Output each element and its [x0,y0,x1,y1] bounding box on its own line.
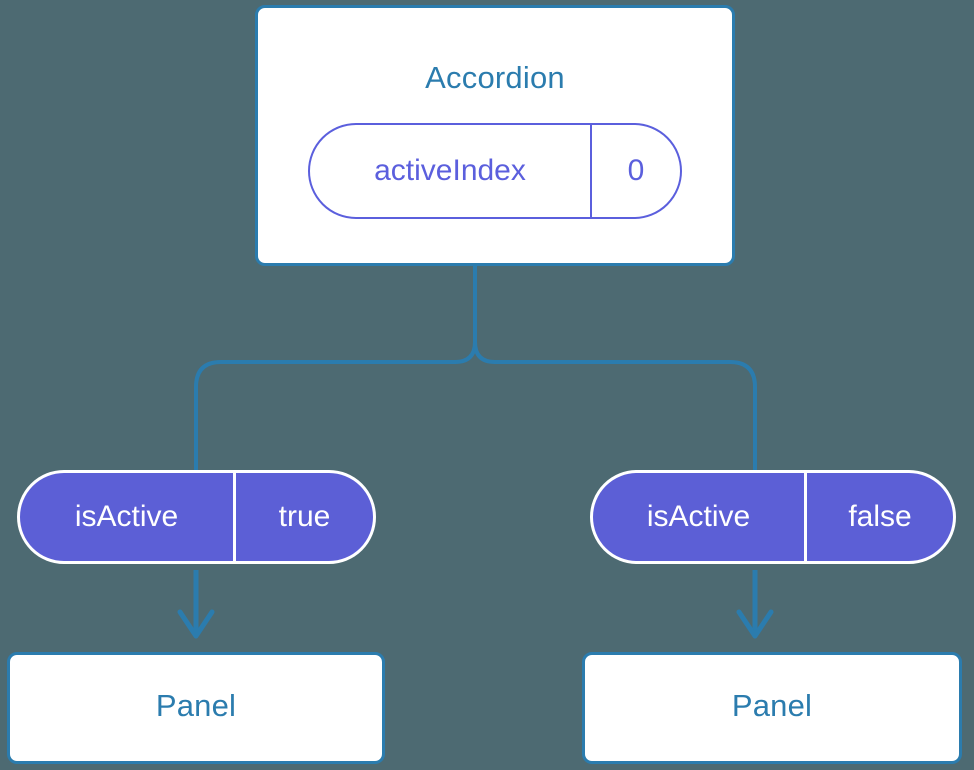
state-pill-value: 0 [627,154,645,187]
component-title-accordion: Accordion [425,60,565,95]
arrow-head-left [177,609,215,639]
prop-pill-key: isActive [593,473,807,561]
arrow-head-right [736,609,774,639]
prop-pill-value: false [848,500,912,533]
prop-pill-value: true [278,500,331,533]
component-card-panel-right[interactable]: Panel [582,652,962,764]
prop-pill-isactive-false[interactable]: isActive false [590,470,956,564]
prop-pill-isactive-true[interactable]: isActive true [17,470,376,564]
state-pill-active-index[interactable]: activeIndex 0 [308,123,682,219]
component-title-panel-left: Panel [155,688,237,723]
prop-pill-key: isActive [20,473,236,561]
component-title-panel-right: Panel [731,688,813,723]
connector-branch-right [473,341,757,470]
state-pill-key: activeIndex [310,125,592,217]
connector-branch-left [194,341,477,470]
component-card-panel-left[interactable]: Panel [7,652,385,764]
